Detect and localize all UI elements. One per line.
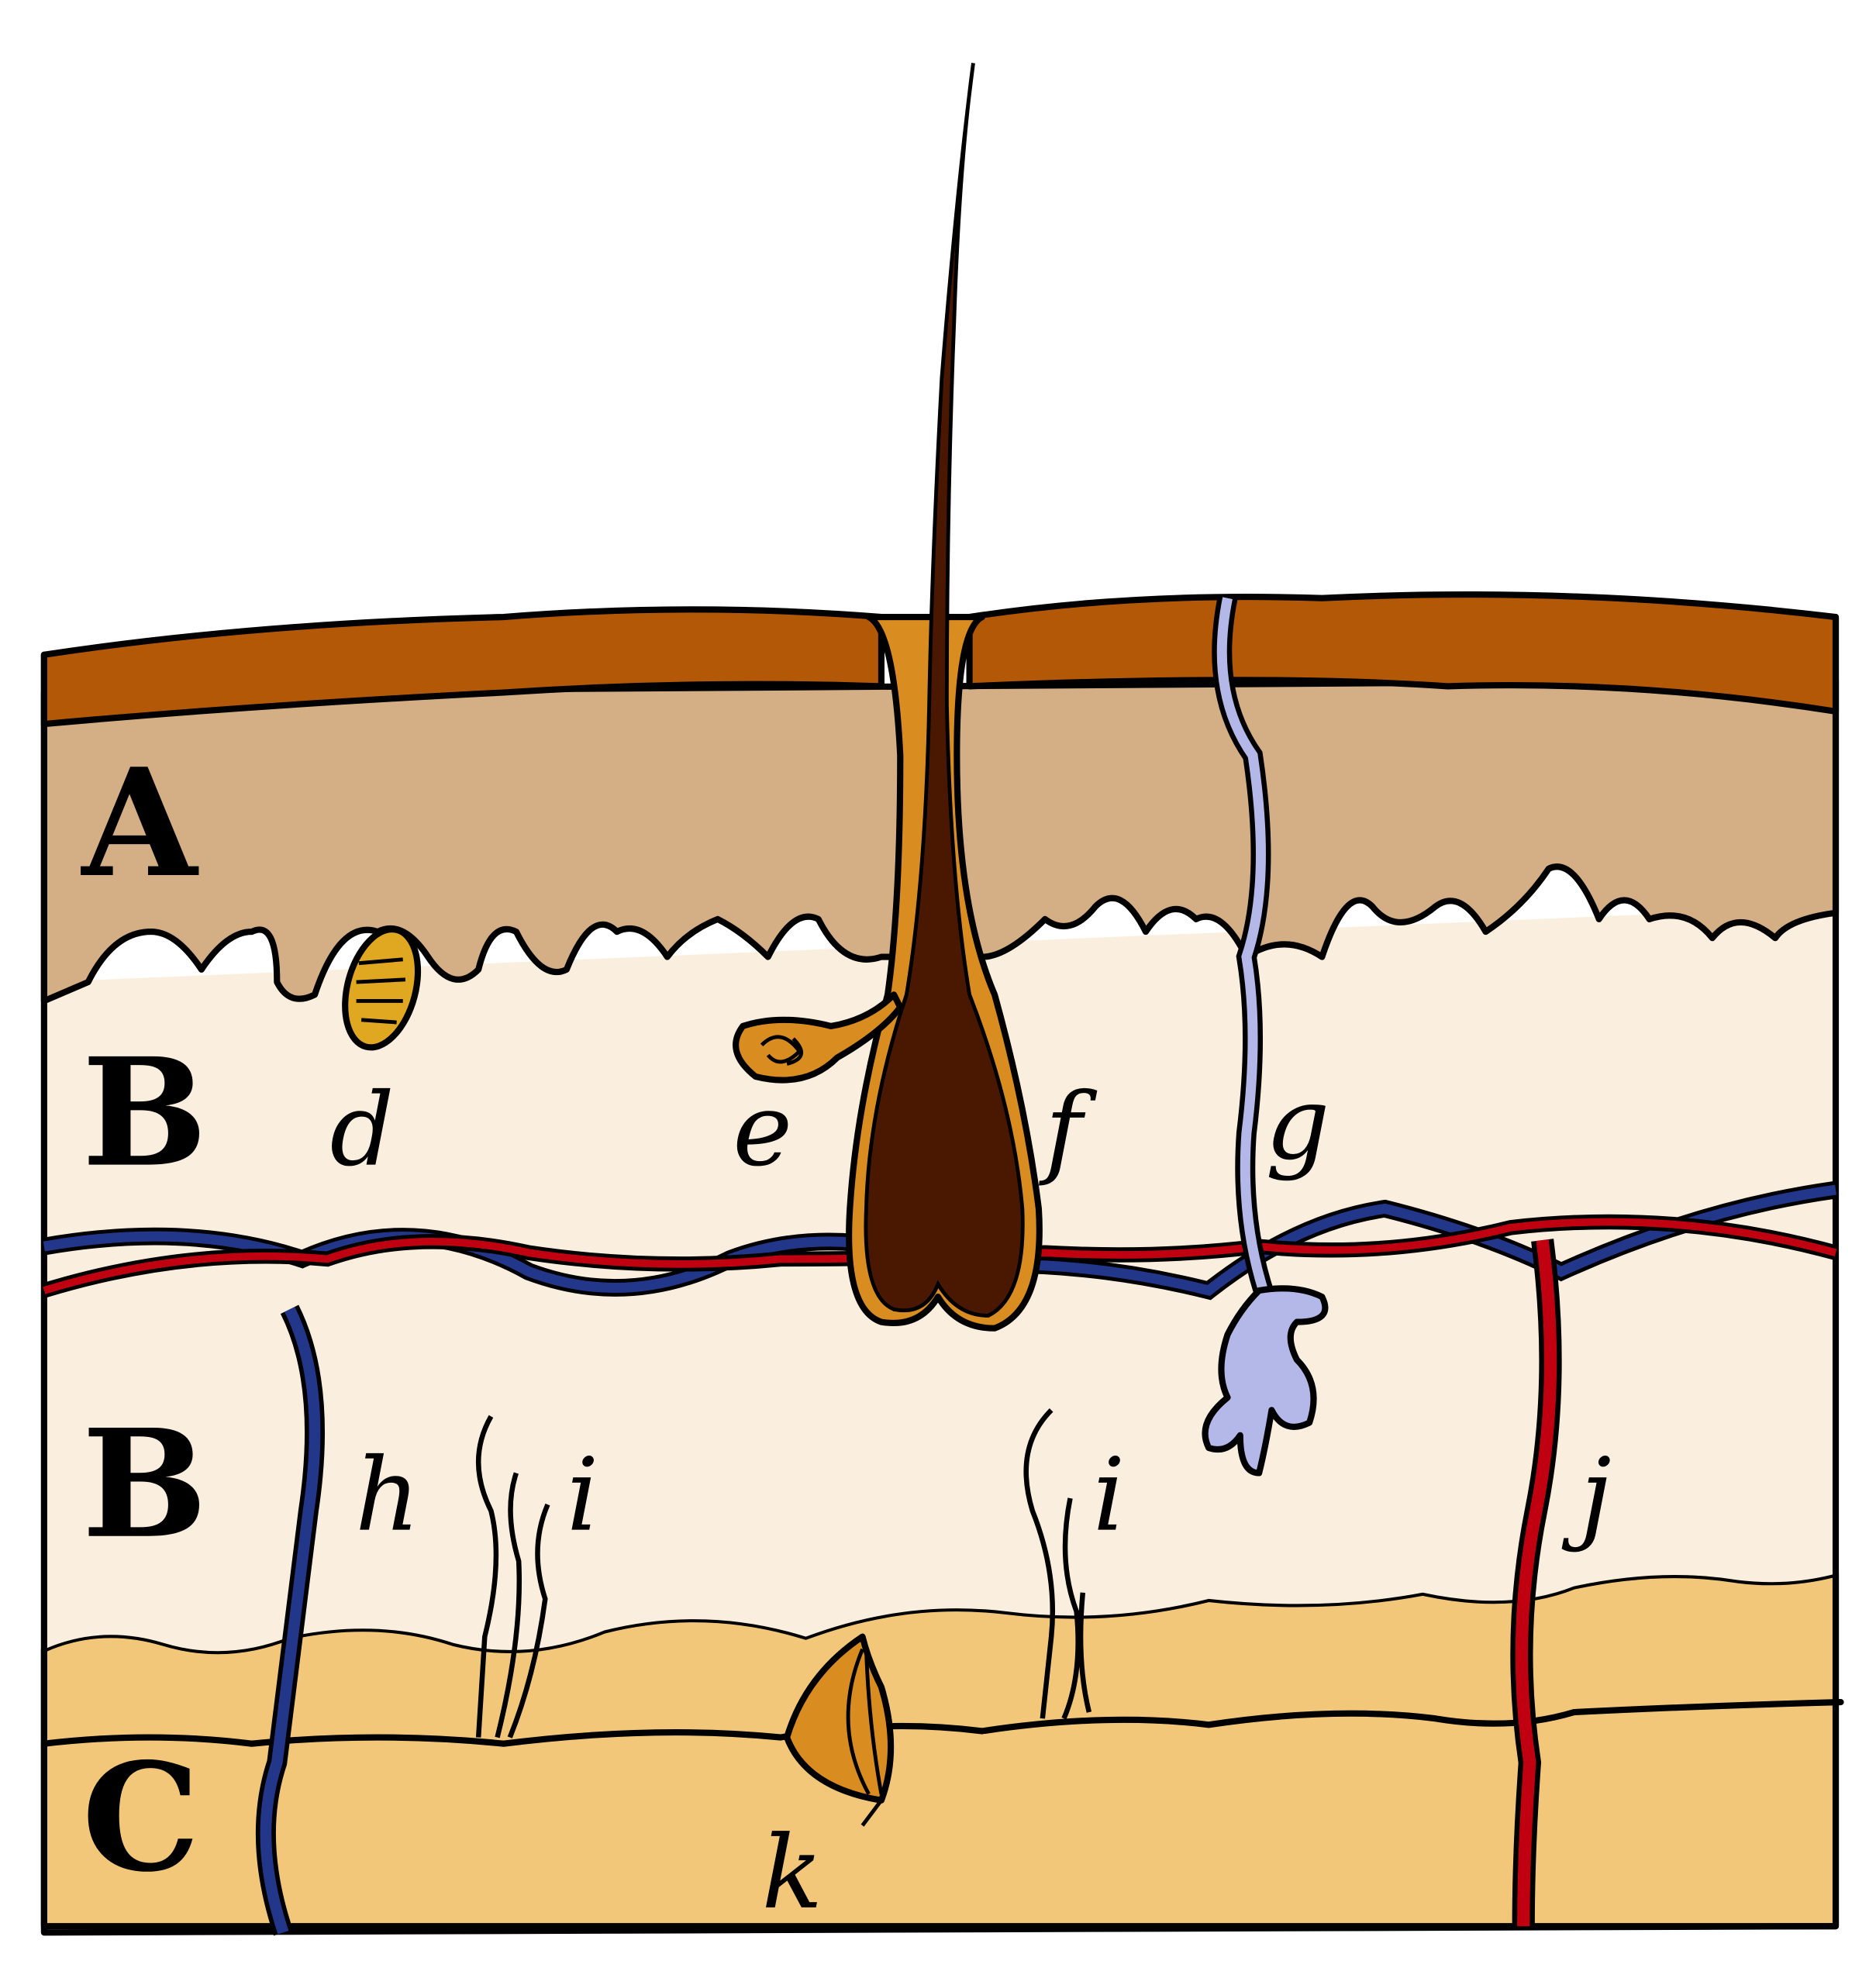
- label-i-right: i: [1093, 1436, 1126, 1554]
- label-g: g: [1265, 1064, 1329, 1182]
- layer-label-a: A: [81, 736, 199, 911]
- receptor-k-lines: [846, 1648, 884, 1827]
- hair-shaft: [864, 63, 1025, 1318]
- receptor-k: [784, 1633, 895, 1804]
- label-h: h: [355, 1436, 420, 1554]
- sebaceous-gland-detail: [760, 1035, 803, 1067]
- label-e: e: [733, 1071, 792, 1189]
- sweat-gland-coil: [1202, 1285, 1329, 1477]
- label-i-left: i: [567, 1436, 599, 1554]
- nerve-ending-i-right: [1023, 1408, 1092, 1720]
- nerve-ending-i-left: [475, 1415, 550, 1739]
- sweat-duct-fill: [1216, 597, 1271, 1299]
- vein-h-fill: [260, 1307, 321, 1935]
- layer-label-b-lower: B: [82, 1397, 208, 1572]
- layer-label-b-upper: B: [82, 1026, 208, 1201]
- receptor-d-striations: [356, 957, 406, 1025]
- label-k: k: [762, 1814, 823, 1931]
- sebaceous-gland: [733, 991, 904, 1084]
- diagram-frame: [40, 614, 1840, 1936]
- label-d: d: [330, 1071, 395, 1189]
- stratum-corneum-band: [40, 606, 885, 728]
- layer-label-c: C: [82, 1731, 201, 1905]
- artery-j-fill: [1515, 1239, 1557, 1927]
